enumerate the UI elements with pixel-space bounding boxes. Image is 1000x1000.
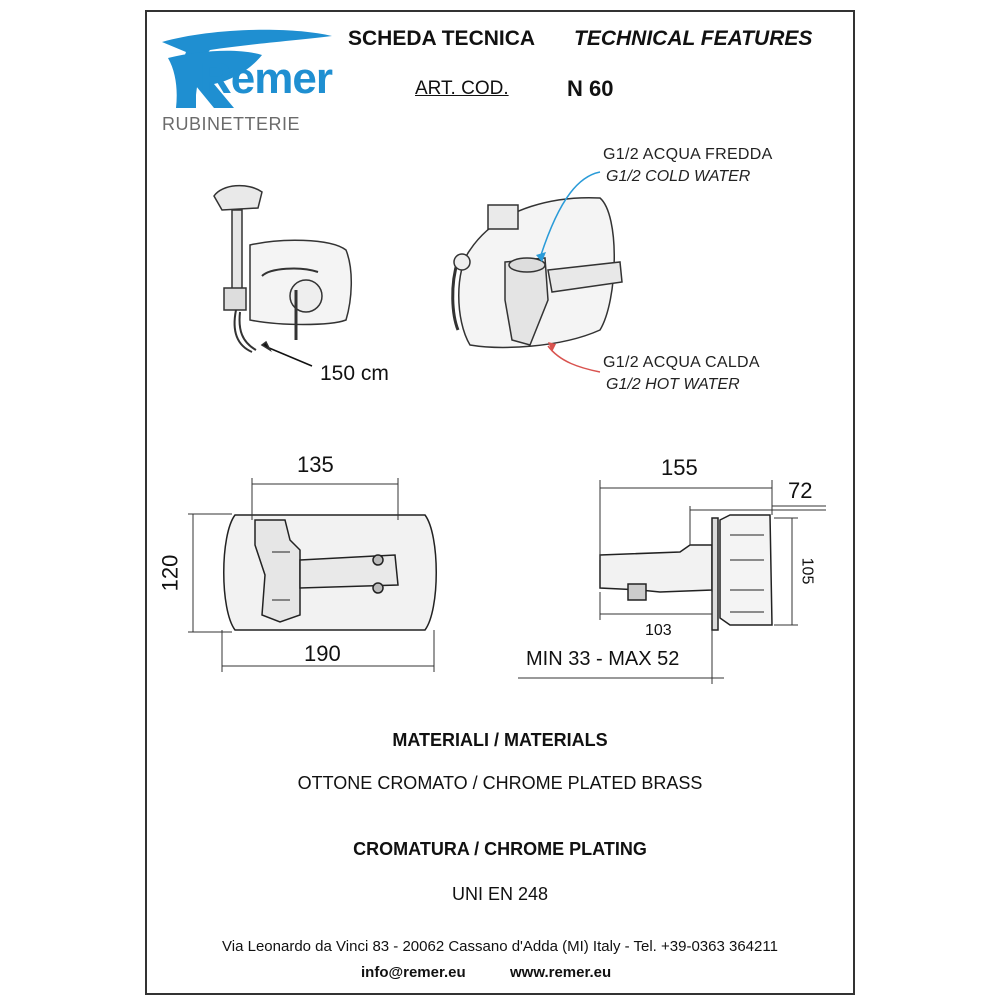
hose-length-label: 150 cm (320, 362, 389, 385)
bidet-spray-illustration (213, 184, 353, 367)
footer-address: Via Leonardo da Vinci 83 - 20062 Cassano… (222, 938, 778, 955)
dim-front-width-outer: 190 (304, 641, 341, 666)
art-code-value: N 60 (567, 76, 614, 101)
dim-front-height: 120 (157, 554, 183, 592)
front-view-dimension-lines (188, 478, 435, 672)
cold-water-label-it: G1/2 ACQUA FREDDA (603, 146, 773, 163)
mixer-body-illustration (451, 196, 623, 349)
header-scheda-tecnica: SCHEDA TECNICA (348, 27, 536, 50)
dim-front-width-inner: 135 (297, 452, 334, 477)
side-view-dimension-lines (518, 480, 826, 684)
logo-brand-text: Remer (200, 54, 333, 103)
art-code-label: ART. COD. (415, 78, 509, 99)
dim-wall-range: MIN 33 - MAX 52 (526, 648, 680, 670)
plating-title: CROMATURA / CHROME PLATING (353, 839, 647, 859)
technical-sheet (145, 10, 855, 995)
hot-water-label-it: G1/2 ACQUA CALDA (603, 354, 760, 371)
side-view-drawing (599, 514, 773, 631)
hot-water-label-en: G1/2 HOT WATER (606, 376, 740, 393)
front-view-drawing (223, 514, 437, 631)
dim-side-inner: 103 (645, 622, 672, 639)
materials-value: OTTONE CROMATO / CHROME PLATED BRASS (297, 773, 703, 793)
dim-side-depth: 155 (661, 455, 698, 480)
cold-water-label-en: G1/2 COLD WATER (606, 168, 751, 185)
cold-water-leader (539, 171, 601, 259)
dim-side-height: 105 (798, 557, 816, 585)
plating-value: UNI EN 248 (451, 884, 549, 904)
footer-website[interactable]: www.remer.eu (510, 964, 612, 981)
header-technical-features: TECHNICAL FEATURES (574, 27, 813, 50)
logo-subtitle: RUBINETTERIE (162, 114, 301, 134)
materials-title: MATERIALI / MATERIALS (392, 730, 608, 750)
dim-side-extra: 72 (788, 478, 813, 503)
footer-email[interactable]: info@remer.eu (361, 964, 466, 981)
